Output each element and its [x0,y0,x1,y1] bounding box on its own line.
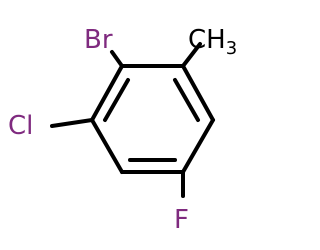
methyl-label: CH3 [188,25,237,59]
ring-double-bond-upper-right [173,78,200,122]
ring-bond-right [181,64,215,122]
ring-double-bond-upper-left [103,78,130,122]
molecule-diagram: Br CH3 Cl F [8,25,237,235]
bond-to-methyl [181,42,202,68]
ring-bond-bottom-right [181,118,215,174]
bond-to-chloro [50,118,94,128]
substituent-bonds [50,42,202,198]
methyl-label-subscript: 3 [226,38,237,59]
ring-bond-left [90,118,124,174]
bond-to-bromo [110,50,124,68]
ring-bond-top-left [90,64,124,122]
chloro-label: Cl [8,111,33,141]
bromo-label: Br [84,25,113,55]
methyl-label-c: CH [188,25,226,55]
fluoro-label: F [174,205,189,235]
benzene-ring [90,64,215,174]
